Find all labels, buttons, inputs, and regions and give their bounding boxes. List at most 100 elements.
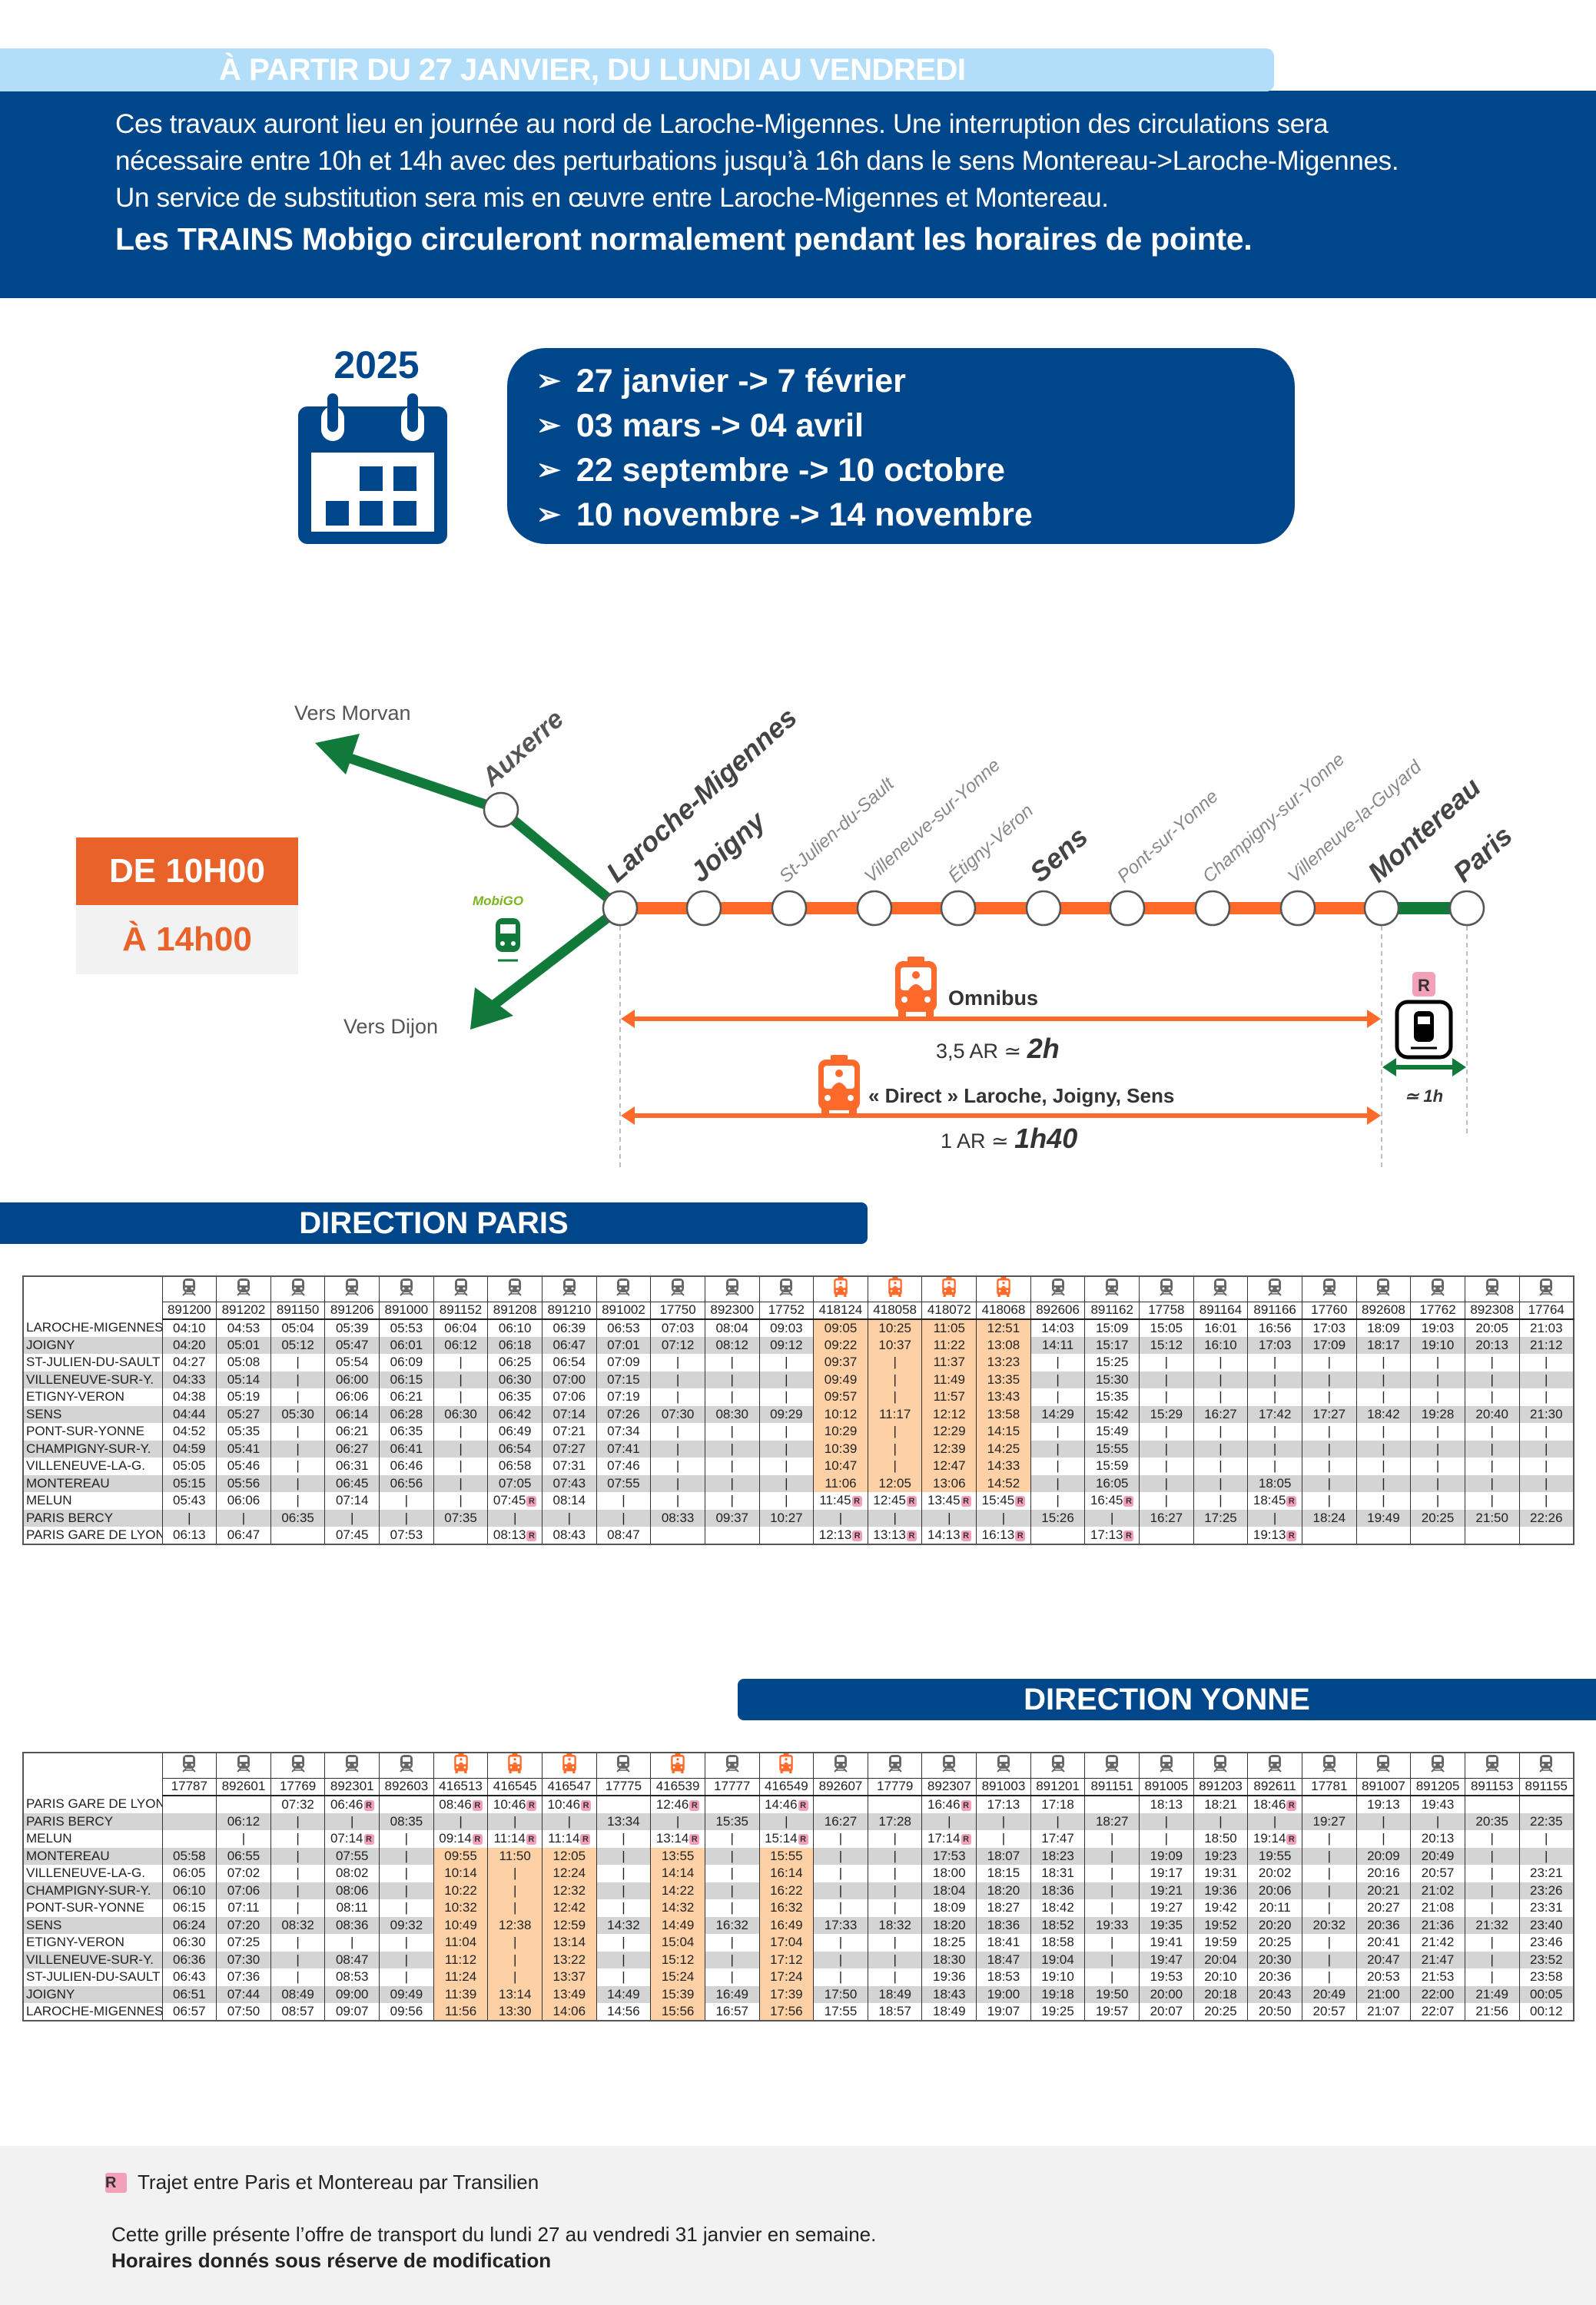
time-cell: 18:24 — [1301, 1509, 1357, 1527]
time-cell: | — [596, 1934, 652, 1952]
time-cell — [867, 1796, 923, 1813]
train-icon — [270, 1752, 326, 1778]
arrowhead-icon: ➢ — [536, 454, 561, 486]
time-cell: | — [1464, 1882, 1520, 1899]
train-number: 17777 — [704, 1777, 760, 1796]
period-item: ➢22 septembre -> 10 octobre — [536, 448, 1295, 493]
time-cell: 07:31 — [541, 1458, 597, 1475]
bus-icon — [758, 1752, 815, 1778]
bus-icon — [650, 1752, 705, 1778]
station-name: LAROCHE-MIGENNES — [23, 1319, 163, 1337]
time-cell: 06:21 — [324, 1423, 380, 1441]
time-cell: 20:25 — [1247, 1934, 1302, 1952]
time-cell: 15:26 — [1030, 1509, 1086, 1527]
time-cell: | — [758, 1354, 815, 1371]
time-cell: 20:50 — [1247, 2003, 1302, 2021]
time-cell: | — [1139, 1388, 1194, 1406]
time-cell: 08:11 — [324, 1899, 380, 1917]
time-cell: | — [867, 1847, 923, 1865]
time-cell: 15:09 — [1084, 1319, 1140, 1337]
train-number: 891152 — [433, 1301, 489, 1320]
time-cell: 19:23 — [1193, 1847, 1249, 1865]
time-cell: | — [758, 1492, 815, 1510]
time-cell: | — [487, 1882, 543, 1899]
period-item: ➢10 novembre -> 14 novembre — [536, 493, 1295, 537]
time-cell: 19:57 — [1084, 2003, 1140, 2021]
time-cell: | — [867, 1899, 923, 1917]
time-cell: 13:37 — [541, 1968, 597, 1986]
time-cell: 09:07 — [324, 2003, 380, 2021]
time-cell: 07:19 — [596, 1388, 652, 1406]
info-line: nécessaire entre 10h et 14h avec des per… — [115, 146, 1399, 176]
time-cell: 16:56 — [1247, 1319, 1302, 1337]
time-cell: 18:25 — [921, 1934, 977, 1952]
omnibus-duration: 2h — [1027, 1033, 1060, 1064]
time-cell: 11:12 — [433, 1951, 489, 1968]
time-value: 14:13 — [927, 1527, 961, 1542]
transilien-badge: R — [851, 1496, 862, 1507]
time-cell: 19:10 — [1410, 1336, 1465, 1354]
time-cell: 23:58 — [1518, 1968, 1574, 1986]
station-name: VILLENEUVE-SUR-Y. — [23, 1371, 163, 1388]
time-cell: | — [1464, 1968, 1520, 1986]
time-cell: 06:35 — [487, 1388, 543, 1406]
station-name: PONT-SUR-YONNE — [23, 1423, 163, 1441]
time-cell: | — [1139, 1492, 1194, 1510]
time-value: 19:13 — [1253, 1527, 1286, 1542]
time-cell: 20:25 — [1410, 1509, 1465, 1527]
transilien-badge: R — [798, 1799, 808, 1811]
time-cell: 07:36 — [216, 1968, 271, 1986]
time-cell: 07:09 — [596, 1354, 652, 1371]
time-cell: | — [379, 1934, 434, 1952]
time-cell: | — [650, 1458, 705, 1475]
time-cell — [433, 1527, 489, 1544]
time-value: 13:13 — [873, 1527, 906, 1542]
time-cell: | — [704, 1423, 760, 1441]
time-cell: | — [976, 1509, 1031, 1527]
time-cell — [1355, 1527, 1412, 1544]
train-number: 892607 — [813, 1777, 868, 1796]
time-cell: 21:00 — [1355, 1985, 1412, 2003]
time-cell: | — [867, 1951, 923, 1968]
time-cell: | — [1301, 1458, 1357, 1475]
time-cell: 20:36 — [1355, 1916, 1412, 1934]
station-name: JOIGNY — [23, 1985, 163, 2003]
time-cell: 13:58 — [976, 1405, 1031, 1423]
time-cell: 06:25 — [487, 1354, 543, 1371]
train-number: 17769 — [270, 1777, 326, 1796]
time-cell: | — [433, 1354, 489, 1371]
time-cell: 22:07 — [1410, 2003, 1465, 2021]
time-cell: | — [1355, 1492, 1412, 1510]
info-line: Ces travaux auront lieu en journée au no… — [115, 109, 1329, 139]
time-cell: 20:41 — [1355, 1934, 1412, 1952]
time-cell: | — [487, 1509, 543, 1527]
transilien-badge: R — [906, 1496, 917, 1507]
transilien-badge: R — [363, 1834, 374, 1846]
time-cell: 20:35 — [1464, 1812, 1520, 1830]
station-dot-champigny-sur-yonne — [1194, 890, 1231, 927]
footer-note: Cette grille présente l’offre de transpo… — [111, 2223, 877, 2246]
time-cell: 15:05 — [1139, 1319, 1194, 1337]
time-cell: | — [1030, 1812, 1086, 1830]
time-cell: 16:10 — [1193, 1336, 1249, 1354]
time-cell: 06:04 — [433, 1319, 489, 1337]
time-cell: 08:30 — [704, 1405, 760, 1423]
time-cell: 15:25 — [1084, 1354, 1140, 1371]
time-cell: 10:32 — [433, 1899, 489, 1917]
time-cell: 17:13 — [976, 1796, 1031, 1813]
time-cell: 20:49 — [1301, 1985, 1357, 2003]
time-cell: 07:34 — [596, 1423, 652, 1441]
time-cell: | — [1301, 1882, 1357, 1899]
time-cell: 05:19 — [216, 1388, 271, 1406]
time-cell: | — [704, 1968, 760, 1986]
station-name: ETIGNY-VERON — [23, 1934, 163, 1952]
bus-icon — [487, 1752, 543, 1778]
vers-morvan-label: Vers Morvan — [294, 701, 411, 725]
time-cell: 06:15 — [379, 1371, 434, 1388]
station-label-sens: Sens — [1024, 821, 1093, 888]
time-cell: | — [1518, 1423, 1574, 1441]
